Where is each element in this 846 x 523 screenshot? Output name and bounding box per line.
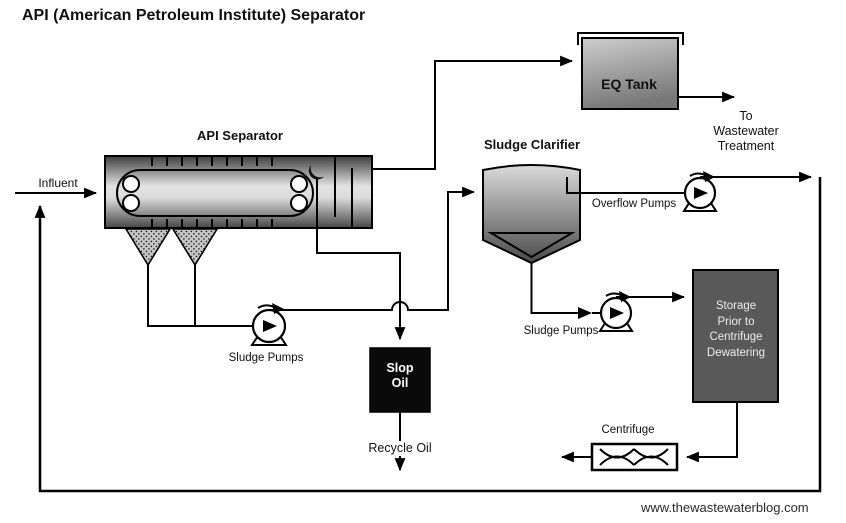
centrifuge-unit xyxy=(590,442,679,472)
eq-tank-rim xyxy=(577,32,684,45)
recycle-oil-label: Recycle Oil xyxy=(366,441,434,456)
influent-label: Influent xyxy=(38,176,78,190)
skimmer-to-slop-pipe xyxy=(316,178,406,341)
flight-ticks-bottom xyxy=(151,219,273,228)
sludge-hoppers xyxy=(124,228,219,267)
overflow-pump-symbol xyxy=(682,171,718,212)
pump-flow-arrow xyxy=(694,187,708,199)
centrifuge-label: Centrifuge xyxy=(601,424,655,436)
eq-tank-vessel xyxy=(577,32,684,110)
pump-flow-arrow xyxy=(263,320,277,332)
sludge-clarifier-label: Sludge Clarifier xyxy=(483,137,581,152)
pump-rotation-arrow xyxy=(272,303,284,314)
sludge-pumps-right-label: Sludge Pumps xyxy=(523,325,599,337)
separator-to-eq-pipe xyxy=(372,55,574,170)
storage-tank xyxy=(692,269,779,403)
oil-skimmer-icon xyxy=(308,165,324,180)
recycle-return-pipe xyxy=(34,177,822,493)
flight-ticks-top xyxy=(151,157,273,166)
sludge-pump-left-symbol xyxy=(250,303,288,346)
sludge-pumps-left-label: Sludge Pumps xyxy=(228,352,304,364)
overflow-pumps-label: Overflow Pumps xyxy=(591,198,677,210)
to-wastewater-label: To Wastewater Treatment xyxy=(713,109,779,153)
api-separator-vessel xyxy=(104,155,373,229)
clarifier-inner-cone xyxy=(487,232,576,259)
storage-to-centrifuge-pipe xyxy=(685,402,738,463)
pump-flow-arrow xyxy=(610,307,624,319)
eq-tank-label: EQ Tank xyxy=(601,76,657,92)
pump-rotation-arrow xyxy=(619,291,631,302)
process-pipes xyxy=(15,55,813,472)
clarifier-underflow-pipe xyxy=(530,263,578,314)
storage-tank-label: Storage Prior to Centrifuge Dewatering xyxy=(706,300,766,359)
pump-rotation-arrow xyxy=(703,171,715,182)
slop-oil-tank xyxy=(369,347,431,413)
api-separator-label: API Separator xyxy=(197,128,283,143)
clarifier-overflow-pipe xyxy=(566,177,692,194)
flight-chain-loop xyxy=(116,169,314,217)
sludge-pump1-discharge-pipe xyxy=(269,186,476,311)
hopper-drain-pipes xyxy=(147,263,260,327)
pipe-arrowhead xyxy=(578,307,592,319)
chain-sprockets xyxy=(122,175,308,212)
sludge-clarifier-vessel xyxy=(482,164,581,265)
slop-oil-label: Slop Oil xyxy=(386,361,414,390)
sludge-pump-right-symbol xyxy=(578,291,634,332)
website-credit: www.thewastewaterblog.com xyxy=(641,500,809,515)
centrifuge-scroll-icon xyxy=(599,448,669,466)
diagram-title: API (American Petroleum Institute) Separ… xyxy=(22,7,366,24)
